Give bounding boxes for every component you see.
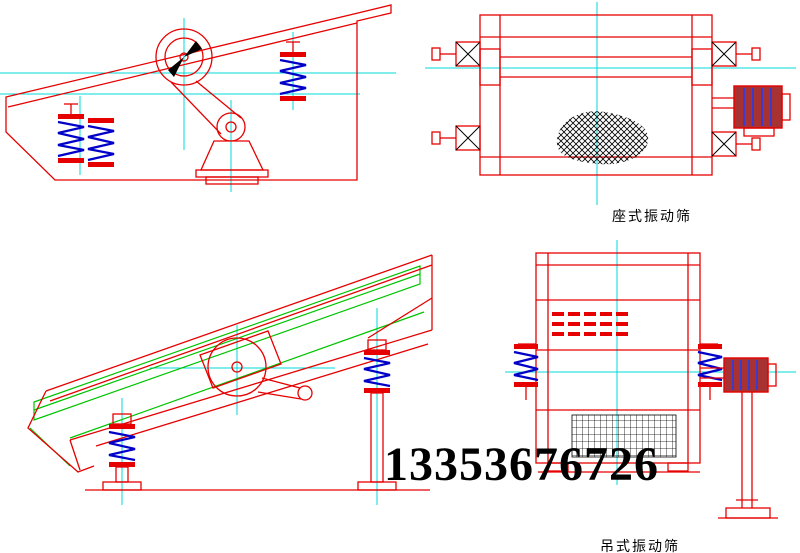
spring-support <box>357 339 397 491</box>
spring-isolator <box>697 343 723 400</box>
view-hanging-screen-front <box>505 240 796 519</box>
pedestal-base <box>725 507 771 519</box>
pulley-keyway-mark <box>184 41 202 57</box>
exciter-pulley-hub <box>225 121 237 133</box>
exciter-hub <box>231 361 243 373</box>
vibrator-base-plate <box>195 169 269 178</box>
tube-end-plate <box>479 48 501 86</box>
screen-deck-line <box>69 311 425 439</box>
view-seat-screen-front <box>425 2 796 205</box>
pulley-keyway-mark <box>168 57 184 77</box>
motor <box>723 357 769 393</box>
vent-slots <box>552 312 628 336</box>
vibrator-funnel <box>199 140 265 171</box>
exciter-small-pulley <box>297 385 313 401</box>
motor <box>712 85 791 137</box>
machine-foot <box>667 462 689 472</box>
screen-body-innerline <box>7 22 358 108</box>
spring-isolator <box>57 103 85 163</box>
body-bottom-chord <box>69 329 433 441</box>
spring-support <box>102 413 142 491</box>
vibrator-foot <box>205 176 259 185</box>
screen-body-outline <box>5 4 392 181</box>
right-end-brace <box>367 297 433 339</box>
tube-end-plate <box>691 48 713 86</box>
label-hanging-type-screen: 吊式振动筛 <box>600 538 680 553</box>
machine-foot <box>547 462 569 472</box>
bolt-isolator <box>711 41 761 67</box>
body-top-chord2 <box>49 264 433 402</box>
screen-deck-line <box>33 273 421 411</box>
spring-isolator <box>87 118 115 167</box>
exciter-belt <box>261 377 301 389</box>
view-inclined-screen-side-lower <box>27 254 433 505</box>
exciter-belt <box>257 391 302 400</box>
discharge-chute-line <box>69 439 81 471</box>
discharge-chute <box>27 390 95 473</box>
screen-deck <box>33 265 421 421</box>
hatched-opening <box>556 111 649 165</box>
drive-belt <box>170 81 222 135</box>
view-inclined-screen-side-upper <box>0 4 396 192</box>
drive-belt <box>195 80 242 119</box>
pulley-hub <box>179 52 189 62</box>
body-top-chord <box>45 254 433 392</box>
bolt-isolator <box>711 131 761 157</box>
pulley-circle-inner <box>164 37 204 77</box>
pulley-circle <box>155 28 213 86</box>
screen-mesh-grid <box>571 414 677 458</box>
body-bottom-chord2 <box>95 343 429 447</box>
spring-isolator <box>279 41 307 101</box>
motor-pedestal <box>700 357 778 519</box>
spring-isolator <box>513 343 539 400</box>
label-seat-type-screen: 座式振动筛 <box>612 208 692 224</box>
exciter-circle <box>207 337 267 397</box>
bolt-isolator <box>431 41 481 67</box>
bolt-isolator <box>431 125 481 151</box>
machine-frame <box>479 14 713 176</box>
phone-number-watermark: 13353676726 <box>384 438 659 491</box>
